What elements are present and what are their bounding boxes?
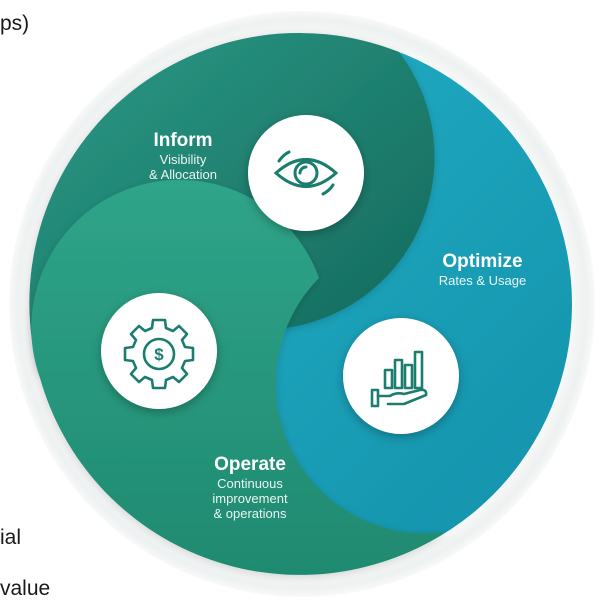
inform-subtitle-line-2: & Allocation [149,167,217,182]
optimize-title: Optimize [442,251,523,272]
optimize-icon-badge [343,318,459,434]
eye-icon [273,150,339,196]
inform-title: Inform [153,130,213,151]
optimize-subtitle: Rates & Usage [438,273,527,288]
operate-title: Operate [214,454,286,475]
operate-subtitle-line-3: & operations [213,506,287,521]
inform-subtitle-line-1: Visibility [159,152,207,167]
cropped-text-fragment-bottom: value [0,577,51,600]
cropped-text-fragment-top: ps) [0,12,30,35]
operate-subtitle-line-2: improvement [212,491,288,506]
operate-subtitle-line-1: Continuous [217,476,283,491]
inform-icon-badge [248,115,364,231]
cropped-text-fragment-middle: ial [0,526,22,549]
dollar-gear-icon: $ [123,318,195,390]
inform-label: Inform Visibility & Allocation [118,130,248,182]
hand-chart-icon [370,350,428,408]
optimize-label: Optimize Rates & Usage [410,251,555,288]
operate-icon-badge: $ [101,293,217,409]
operate-label: Operate Continuous improvement & operati… [185,454,315,521]
svg-text:$: $ [154,345,164,364]
operate-segment [31,179,447,575]
